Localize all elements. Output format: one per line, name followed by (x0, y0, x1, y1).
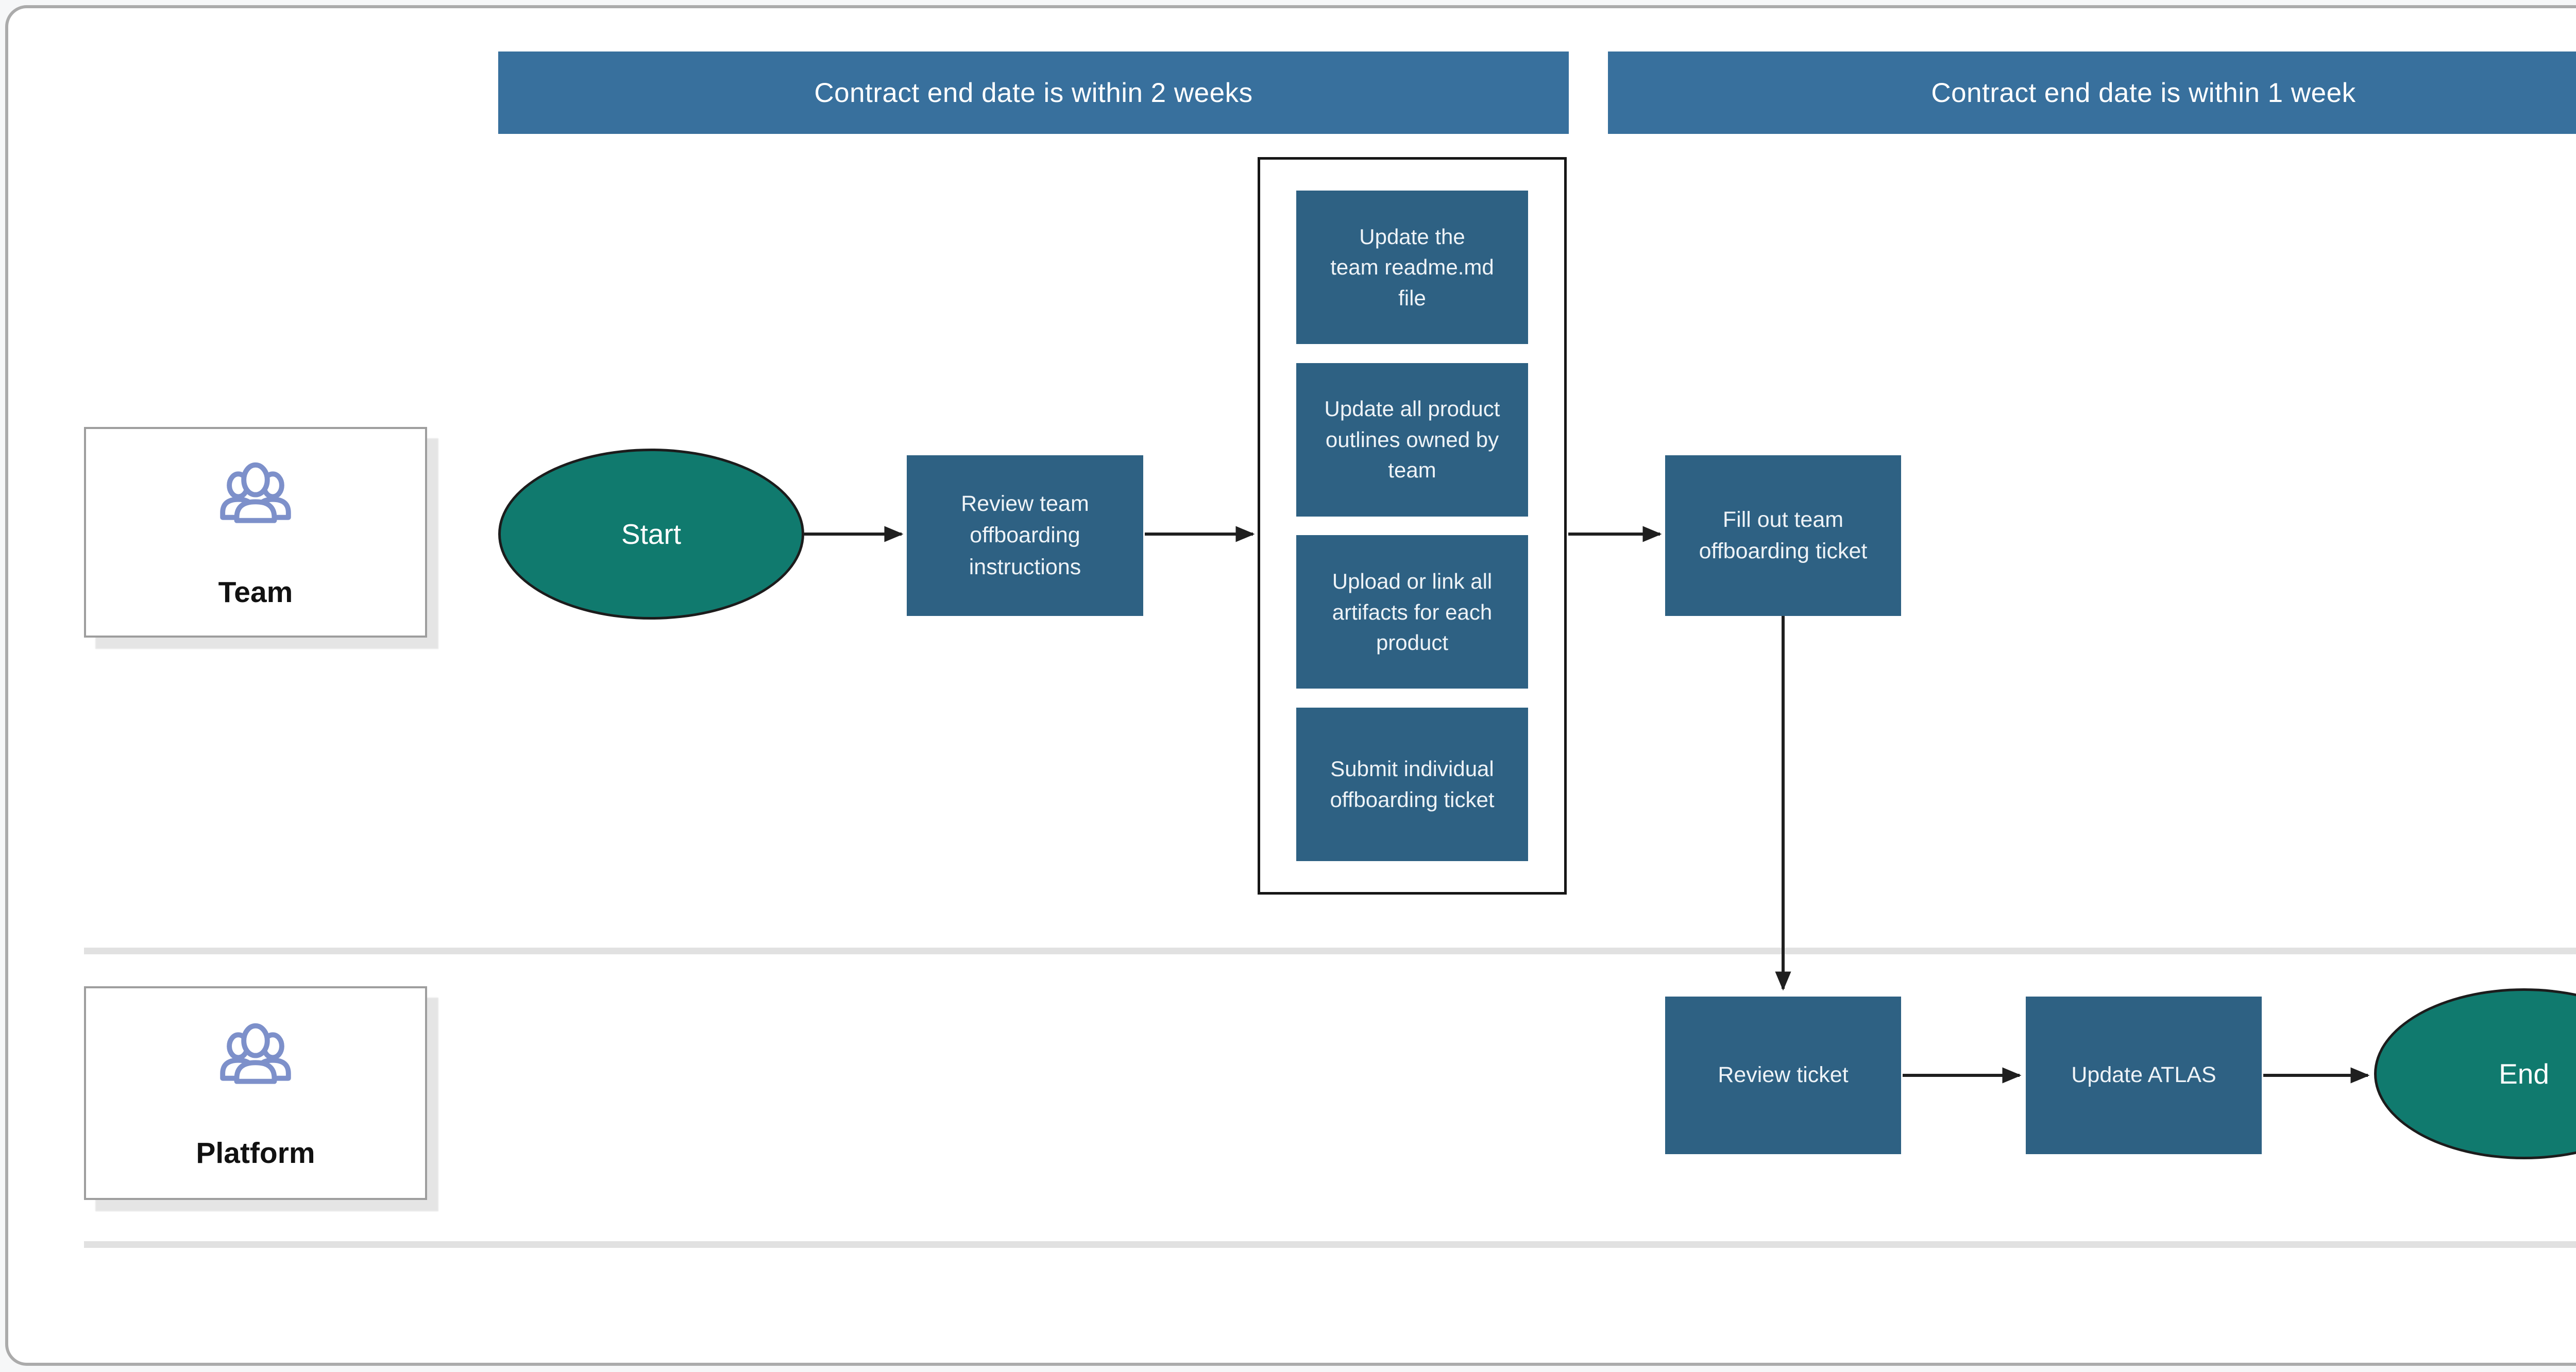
start-node-label: Start (621, 518, 682, 550)
lane-team-label: Team (218, 575, 293, 609)
node-review-ticket-label: Review ticket (1718, 1062, 1849, 1088)
node-update-atlas-label: Update ATLAS (2071, 1062, 2216, 1088)
phase-header-2-weeks: Contract end date is within 2 weeks (498, 52, 1569, 134)
lane-team: Team (84, 427, 427, 638)
phase-header-1-week: Contract end date is within 1 week (1608, 52, 2576, 134)
task-upload-artifacts-label: Upload or link all artifacts for each pr… (1332, 569, 1493, 655)
task-upload-artifacts: Upload or link all artifacts for each pr… (1296, 535, 1528, 689)
task-update-product-outlines: Update all product outlines owned by tea… (1296, 363, 1528, 517)
phase-header-1-week-label: Contract end date is within 1 week (1931, 77, 2356, 108)
node-fill-out-team-ticket: Fill out team offboarding ticket (1665, 455, 1901, 616)
people-icon (220, 1023, 291, 1084)
task-submit-individual-ticket-label: Submit individual offboarding ticket (1330, 757, 1495, 812)
task-update-readme: Update the team readme.md file (1296, 191, 1528, 344)
lane-platform-label: Platform (196, 1136, 315, 1170)
phase-header-2-weeks-label: Contract end date is within 2 weeks (814, 77, 1253, 108)
task-group-container: Update the team readme.md file Update al… (1258, 157, 1567, 895)
end-node-label: End (2499, 1058, 2549, 1090)
node-update-atlas: Update ATLAS (2026, 997, 2262, 1154)
node-review-offboarding-instructions-label: Review team offboarding instructions (961, 491, 1089, 579)
lane-divider-team-platform (84, 948, 2576, 954)
node-review-ticket: Review ticket (1665, 997, 1901, 1154)
task-update-readme-label: Update the team readme.md file (1330, 224, 1494, 310)
task-submit-individual-ticket: Submit individual offboarding ticket (1296, 707, 1528, 861)
start-node: Start (498, 449, 804, 620)
node-review-offboarding-instructions: Review team offboarding instructions (907, 455, 1143, 616)
node-fill-out-team-ticket-label: Fill out team offboarding ticket (1699, 507, 1868, 563)
people-icon (220, 462, 291, 523)
task-update-product-outlines-label: Update all product outlines owned by tea… (1324, 397, 1500, 483)
lane-platform: Platform (84, 986, 427, 1200)
lane-divider-bottom (84, 1241, 2576, 1248)
